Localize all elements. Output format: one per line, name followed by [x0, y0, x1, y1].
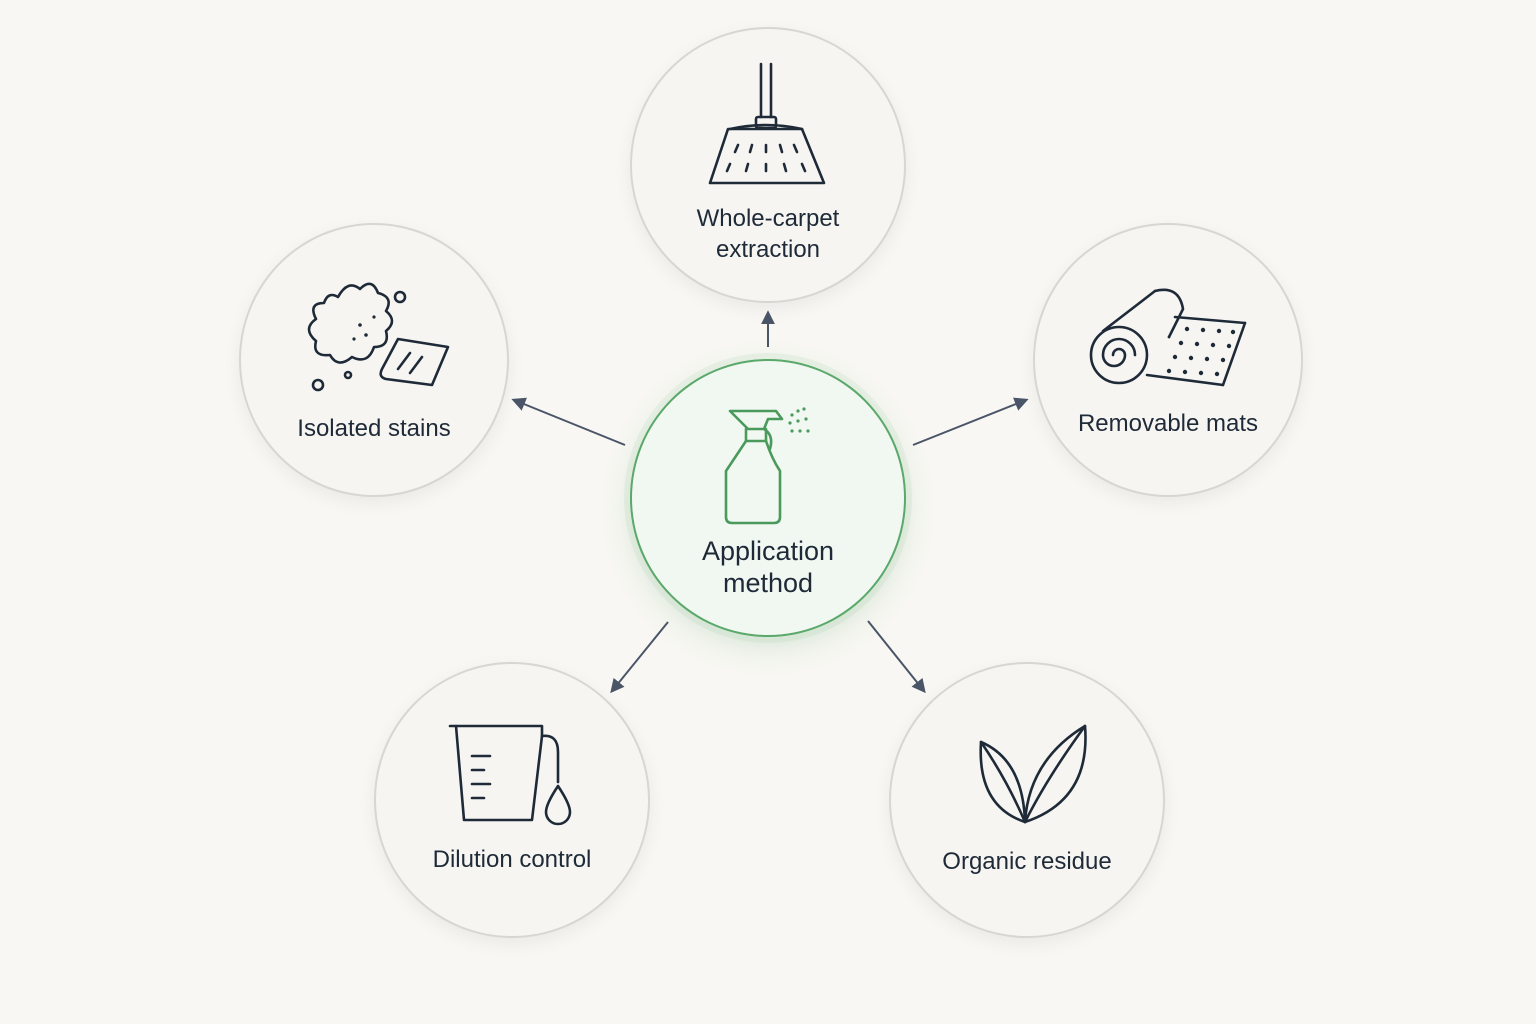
node-label: Organic residue [942, 848, 1112, 875]
arrow-to-isolated-stains [511, 397, 626, 446]
arrow-to-removable-mats [912, 397, 1029, 446]
node-label: Isolated stains [297, 415, 451, 442]
measuring-cup-icon [448, 724, 572, 826]
center-label: Application method [701, 536, 835, 598]
node-organic-residue: Organic residue [889, 662, 1165, 938]
arrow-to-dilution-control [610, 621, 669, 694]
node-label: Removable mats [1077, 410, 1259, 437]
node-dilution-control: Dilution control [374, 662, 650, 938]
node-label: Dilution control [432, 846, 592, 873]
rolled-mat-icon [1089, 288, 1247, 387]
node-application-method: Application method [630, 359, 906, 637]
node-whole-carpet-extraction: Whole-carpet extraction [630, 27, 906, 303]
node-isolated-stains: Isolated stains [239, 223, 509, 497]
carpet-extractor-icon [708, 62, 826, 185]
node-label: Whole-carpet extraction [696, 205, 840, 263]
node-removable-mats: Removable mats [1033, 223, 1303, 497]
stain-cloth-icon [307, 282, 450, 392]
spray-bottle-icon [724, 407, 810, 525]
arrow-to-organic-residue [867, 620, 926, 694]
leaves-icon [979, 724, 1087, 824]
